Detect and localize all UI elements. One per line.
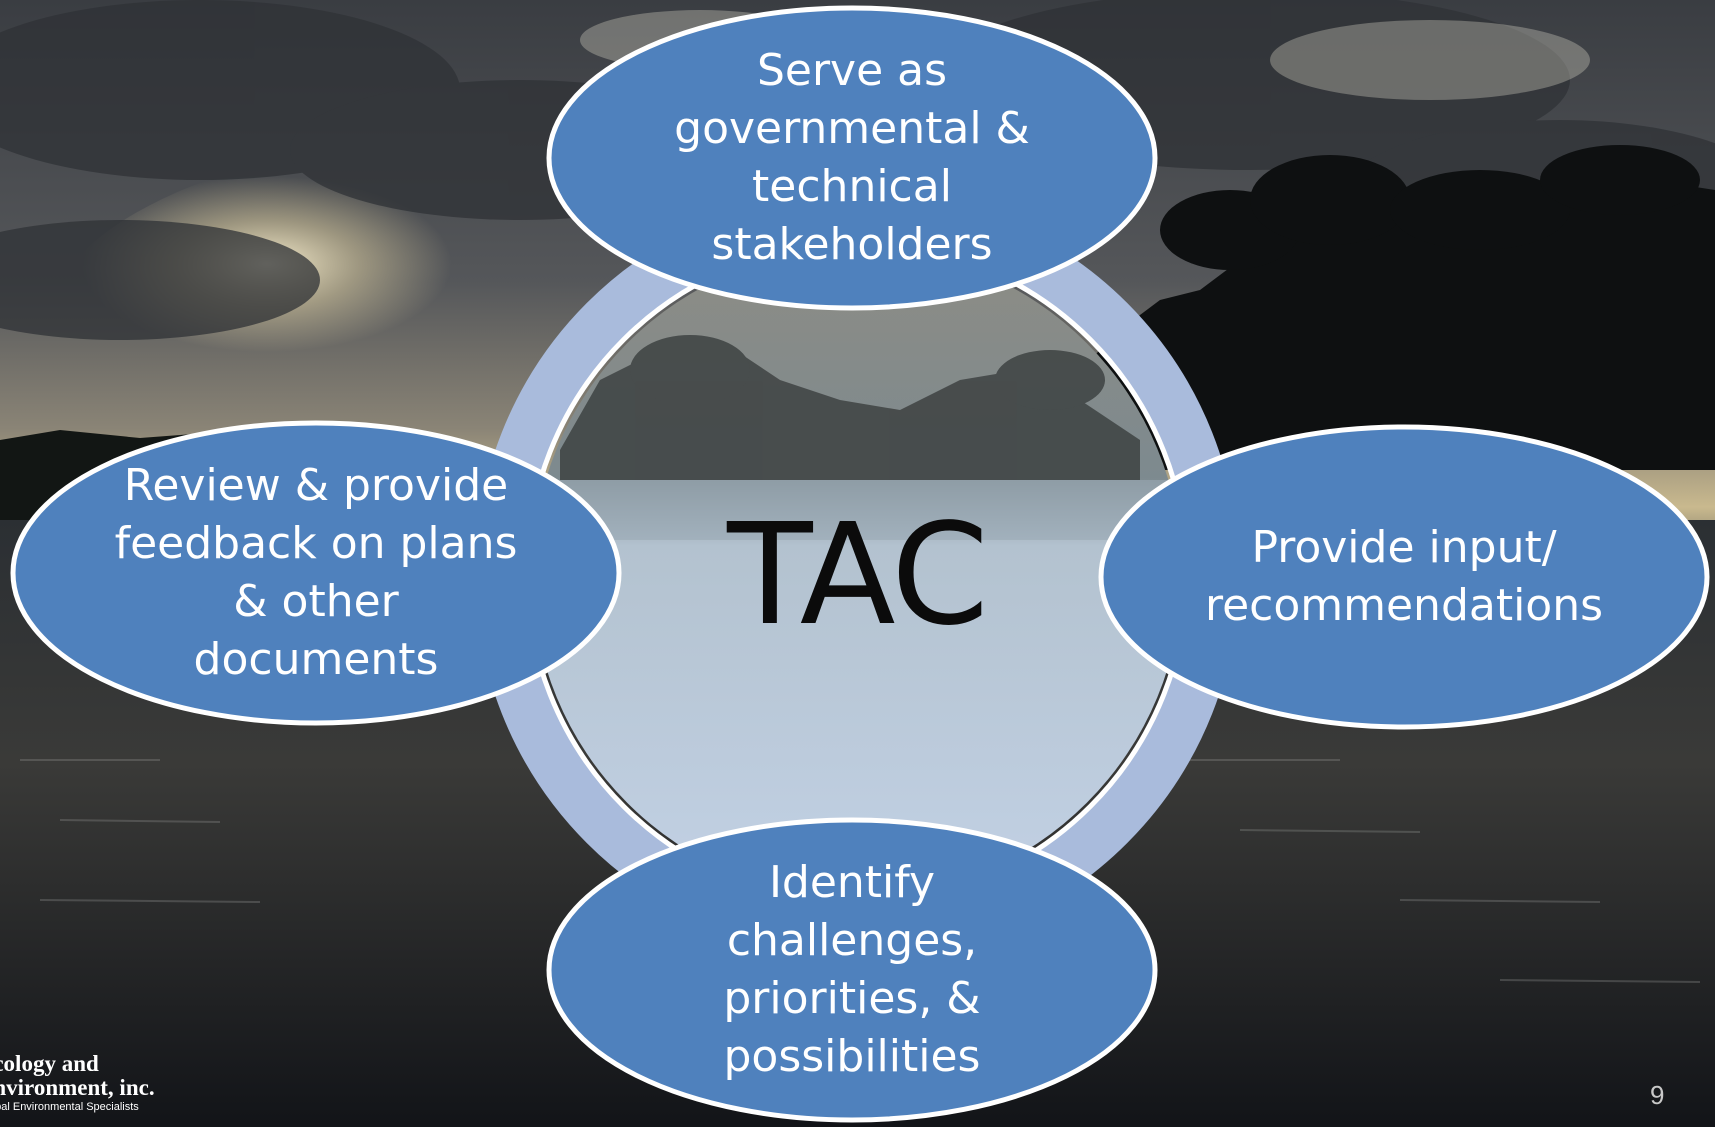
logo-line3: Global Environmental Specialists	[0, 1101, 139, 1113]
node-top	[546, 5, 1158, 311]
company-logo: Ecology and Environment, inc. Global Env…	[0, 1052, 178, 1114]
node-left	[10, 420, 622, 726]
page-number: 9	[1650, 1080, 1665, 1110]
logo-line2: Environment, inc.	[0, 1075, 155, 1100]
node-right	[1098, 424, 1710, 730]
logo-line1: Ecology and	[0, 1051, 99, 1076]
center-label: TAC	[727, 493, 989, 657]
node-bottom	[546, 817, 1158, 1123]
